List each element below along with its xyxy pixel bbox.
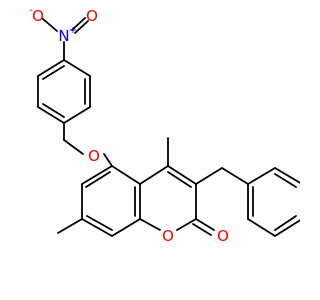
bond-benzo-1 — [81, 165, 113, 185]
atom-charge-nitro-n: + — [69, 25, 77, 36]
bond-pyranone-5 — [139, 218, 161, 231]
bond-nitrophenyl-1 — [63, 59, 91, 77]
bond-carbonyl — [195, 218, 215, 231]
bond-benzyl-ring — [221, 167, 249, 185]
bond-methyl-7 — [57, 218, 83, 234]
bond-benzo-3 — [81, 218, 113, 237]
bond-phenyl-4 — [274, 219, 300, 237]
bond-o-chromene — [103, 153, 113, 167]
atom-label-ring-o: O — [162, 227, 174, 245]
bond-benzo-6 — [111, 165, 141, 185]
atom-label-nitro-o-minus: O — [32, 7, 44, 25]
atom-label-nitro-n: N — [58, 27, 69, 45]
bond-phenyl-2-inner — [274, 173, 297, 188]
bond-carbonyl-inner — [192, 223, 212, 236]
bond-phenyl-1 — [247, 167, 276, 185]
bond-phenyl-2 — [274, 167, 300, 184]
bond-nitro-n-o-minus — [42, 18, 58, 32]
bond-phenyl-5 — [247, 218, 276, 237]
atom-charge-nitro-o-minus: - — [29, 5, 33, 16]
atom-label-carbonyl-o: O — [217, 227, 229, 245]
bond-benzo-1-inner — [85, 171, 111, 188]
bond-nitro-n-o-double-2 — [74, 20, 89, 34]
bond-ch2-o — [63, 139, 84, 155]
atom-label-nitro-o-double: O — [86, 7, 98, 25]
bond-nitro-n-o-double — [71, 17, 86, 31]
bond-pyranone-1 — [139, 165, 169, 185]
bond-benzyl-ch2 — [195, 167, 223, 185]
bond-nitrophenyl-4 — [37, 106, 65, 124]
bond-nitrophenyl-3 — [63, 106, 91, 124]
molecule-structure: N + O - O O O O — [29, 5, 300, 245]
bond-phenyl-4-inner — [274, 215, 297, 231]
bond-pyranone-4 — [176, 218, 197, 231]
bonds — [37, 17, 300, 237]
bond-pyranone-2 — [167, 165, 197, 185]
bond-benzo-3-inner — [86, 215, 113, 231]
atom-label-ether-o: O — [88, 147, 100, 165]
atom-labels: N + O - O O O O — [29, 5, 229, 245]
bond-nitrophenyl-4-inner — [42, 103, 65, 118]
bond-pyranone-2-inner — [167, 171, 192, 188]
bond-benzo-4 — [111, 218, 141, 237]
bond-nitrophenyl-6 — [37, 59, 65, 77]
bond-nitrophenyl-6-inner — [42, 65, 65, 80]
